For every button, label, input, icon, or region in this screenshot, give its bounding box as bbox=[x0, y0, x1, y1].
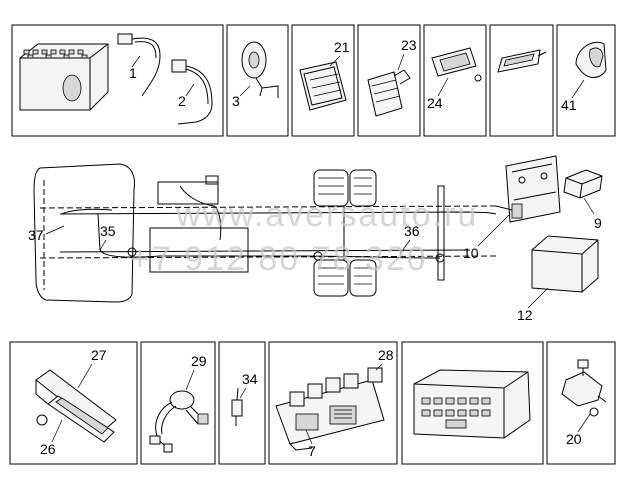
mounting-plate-10: 10 bbox=[463, 155, 561, 261]
sensor-20-drawing bbox=[561, 359, 607, 417]
callout-35: 35 bbox=[100, 223, 116, 239]
watermark-phone: +7 912 80 78 320 bbox=[130, 240, 428, 278]
cable-2-drawing bbox=[171, 59, 213, 125]
callout-10: 10 bbox=[463, 245, 479, 261]
callout-9: 9 bbox=[594, 215, 602, 231]
callout-24: 24 bbox=[427, 95, 443, 111]
callout-7: 7 bbox=[308, 443, 316, 459]
switch-29-drawing bbox=[149, 390, 209, 453]
callout-29: 29 bbox=[191, 353, 207, 369]
callout-20: 20 bbox=[566, 431, 582, 447]
callout-2: 2 bbox=[178, 93, 186, 109]
marker-lamp-drawing bbox=[497, 49, 547, 73]
lamp-23-drawing bbox=[367, 69, 411, 117]
panel-marker-lamp bbox=[489, 24, 554, 137]
control-unit-slots bbox=[421, 397, 491, 429]
horn-drawing bbox=[241, 41, 279, 98]
battery-drawing bbox=[19, 43, 109, 111]
watermark-url: www.aversauto.ru bbox=[175, 196, 478, 234]
panel-lamp-21: 21 bbox=[291, 24, 355, 137]
callout-12: 12 bbox=[517, 307, 533, 323]
panel-switch-29: 29 bbox=[140, 341, 216, 465]
relay-block-drawing bbox=[275, 367, 385, 451]
cable-1-drawing bbox=[117, 33, 161, 97]
callout-27: 27 bbox=[91, 347, 107, 363]
watermark: www.aversauto.ru +7 912 80 78 320 bbox=[130, 196, 478, 278]
callout-37: 37 bbox=[28, 227, 44, 243]
panel-lens-41: 41 bbox=[556, 24, 616, 137]
panel-sensor-20: 20 bbox=[546, 341, 616, 465]
panel-lamp-24: 24 bbox=[423, 24, 487, 137]
callout-1: 1 bbox=[129, 65, 137, 81]
callout-36: 36 bbox=[404, 223, 420, 239]
callout-3: 3 bbox=[232, 93, 240, 109]
rear-wheels bbox=[313, 169, 377, 297]
lamp-24-drawing bbox=[431, 47, 482, 82]
panel-relay-block-28: 28 7 bbox=[268, 341, 398, 465]
callout-41: 41 bbox=[561, 97, 577, 113]
callout-26: 26 bbox=[40, 441, 56, 457]
connector-34-drawing bbox=[231, 387, 243, 426]
panel-connector-34: 34 bbox=[218, 341, 266, 465]
panel-control-unit bbox=[401, 341, 544, 465]
chassis-drawing bbox=[33, 163, 499, 303]
lamp-21-drawing bbox=[299, 61, 347, 111]
panel-lamp-27: 27 26 bbox=[9, 341, 138, 465]
callout-23: 23 bbox=[401, 37, 417, 53]
lens-41-drawing bbox=[575, 41, 607, 78]
relay-9: 9 bbox=[563, 169, 603, 231]
callout-34: 34 bbox=[242, 371, 258, 387]
panel-battery: 1 2 bbox=[11, 24, 224, 137]
lamp-27-drawing bbox=[35, 369, 117, 443]
module-box-12: 12 bbox=[517, 235, 599, 323]
callout-28: 28 bbox=[378, 347, 394, 363]
callout-21: 21 bbox=[334, 39, 350, 55]
panel-horn: 3 bbox=[226, 24, 289, 137]
control-unit-drawing bbox=[413, 369, 531, 439]
panel-lamp-23: 23 bbox=[357, 24, 421, 137]
